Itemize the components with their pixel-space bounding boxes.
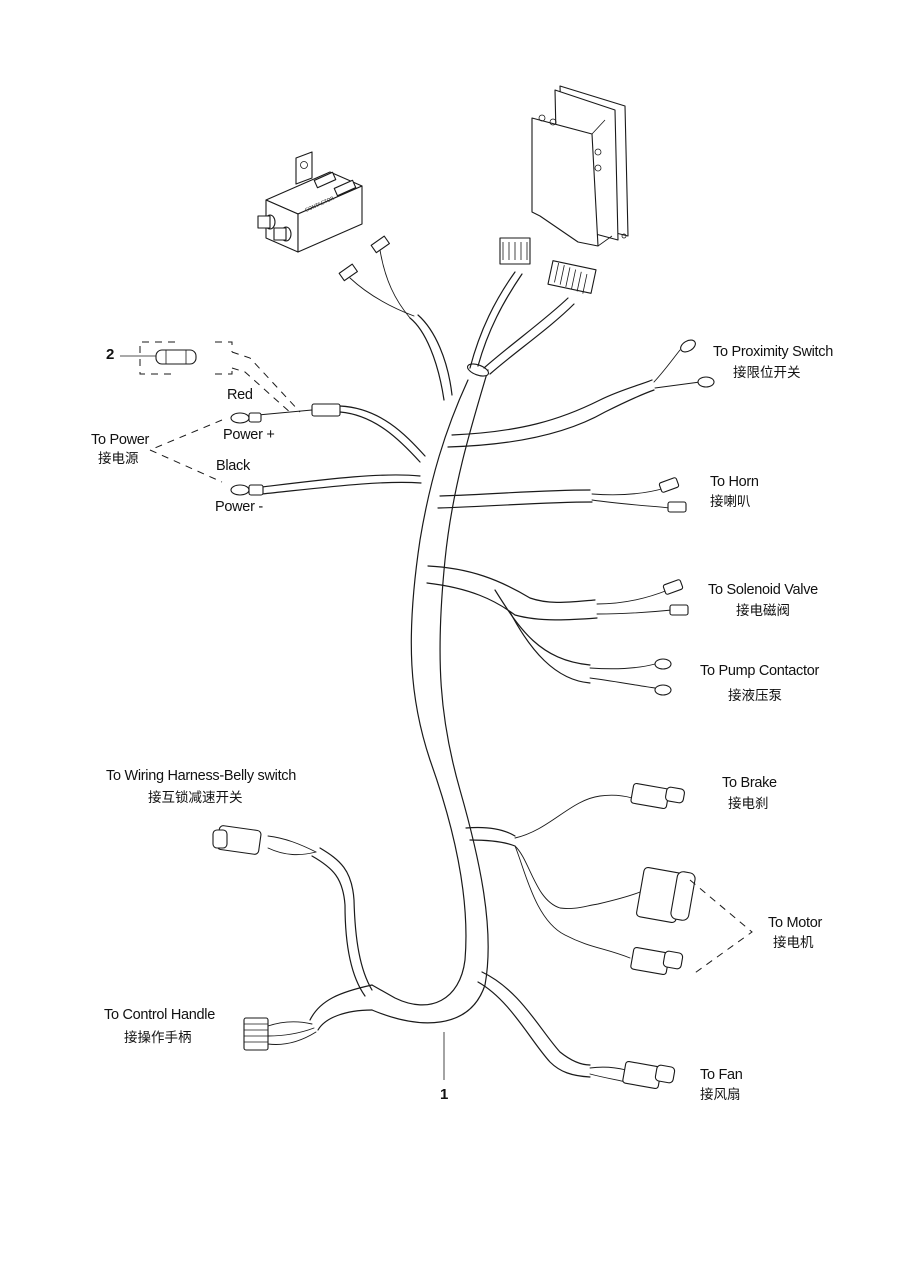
label-brake-zh: 接电刹 [728,796,769,812]
label-power-minus: Power - [215,499,263,515]
label-pump-contactor: To Pump Contactor [700,663,820,679]
label-proximity-switch-zh: 接限位开关 [733,365,801,381]
label-motor: To Motor [768,915,823,931]
fuse-callout [120,341,301,415]
main-contactor: CONTACTOR [257,151,363,253]
label-to-power-zh: 接电源 [98,451,139,467]
callout-fuse-number: 2 [106,346,115,363]
callout-harness-number: 1 [440,1086,449,1103]
branch-belly-switch [212,825,373,997]
branch-brake-motor [465,782,753,976]
controller-plug-small [499,237,531,265]
label-power-plus: Power + [223,427,275,443]
brake-connector [630,782,685,810]
power-leads [148,403,426,496]
label-horn-zh: 接喇叭 [710,494,751,510]
label-to-power: To Power [91,432,150,448]
motor-connector-2 [630,946,684,976]
branch-horn [437,477,687,513]
label-black: Black [216,458,250,474]
label-solenoid-valve: To Solenoid Valve [708,582,818,598]
branch-solenoid-pump [426,565,689,696]
upper-branches [338,235,597,401]
harness-trunk [371,363,490,1024]
motor-controller [531,85,629,247]
branch-fan [477,971,676,1090]
label-control-handle-zh: 接操作手柄 [124,1030,192,1046]
label-proximity-switch: To Proximity Switch [713,344,833,360]
branch-proximity [447,339,715,448]
motor-connector-1 [636,866,696,924]
label-pump-contactor-zh: 接液压泵 [728,688,782,704]
label-control-handle: To Control Handle [104,1007,215,1023]
controller-plug-large [547,260,597,294]
label-belly-switch: To Wiring Harness-Belly switch [106,768,297,784]
label-fan-zh: 接风扇 [700,1087,741,1103]
label-belly-switch-zh: 接互锁减速开关 [148,790,243,806]
label-red: Red [227,387,253,403]
label-horn: To Horn [710,474,759,490]
label-fan: To Fan [700,1067,743,1083]
label-brake: To Brake [722,775,777,791]
label-motor-zh: 接电机 [773,935,814,951]
label-solenoid-valve-zh: 接电磁阀 [736,603,790,619]
branch-control-handle [243,984,373,1051]
